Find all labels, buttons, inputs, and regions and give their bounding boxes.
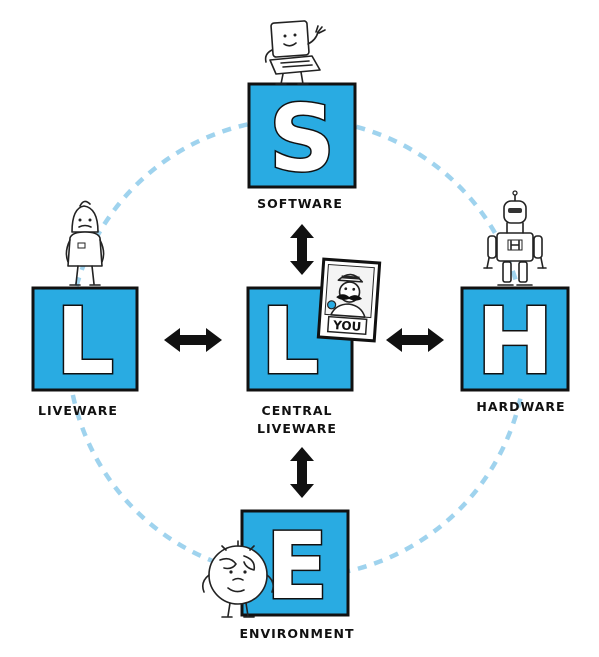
worried-person-icon (65, 200, 105, 286)
laptop-character-icon (264, 20, 326, 85)
environment-letter: E (266, 513, 329, 620)
you-badge-text: YOU (332, 318, 362, 334)
globe-character-icon (202, 540, 274, 618)
software-tile: S (247, 82, 357, 194)
software-label: SOFTWARE (257, 196, 343, 211)
mustache-portrait-icon (336, 294, 363, 301)
robot-icon (483, 190, 547, 286)
central-liveware-label-line1: CENTRAL (262, 403, 333, 418)
hardware-label: HARDWARE (476, 399, 565, 414)
arrow-central-liveware (164, 328, 222, 352)
liveware-letter: L (56, 288, 115, 395)
arrow-central-software (290, 224, 314, 275)
liveware-label: LIVEWARE (38, 403, 118, 418)
environment-tile: E (240, 509, 350, 622)
software-letter: S (269, 85, 335, 192)
central-liveware-letter: L (261, 288, 320, 395)
you-portrait: YOU (316, 257, 382, 343)
hardware-letter: H (477, 288, 554, 395)
liveware-tile: L (31, 286, 139, 397)
central-liveware-label-line2: LIVEWARE (257, 421, 337, 436)
arrow-central-hardware (386, 328, 444, 352)
hardware-tile: H (460, 286, 570, 397)
environment-label: ENVIRONMENT (239, 626, 354, 641)
arrow-central-environment (290, 447, 314, 498)
